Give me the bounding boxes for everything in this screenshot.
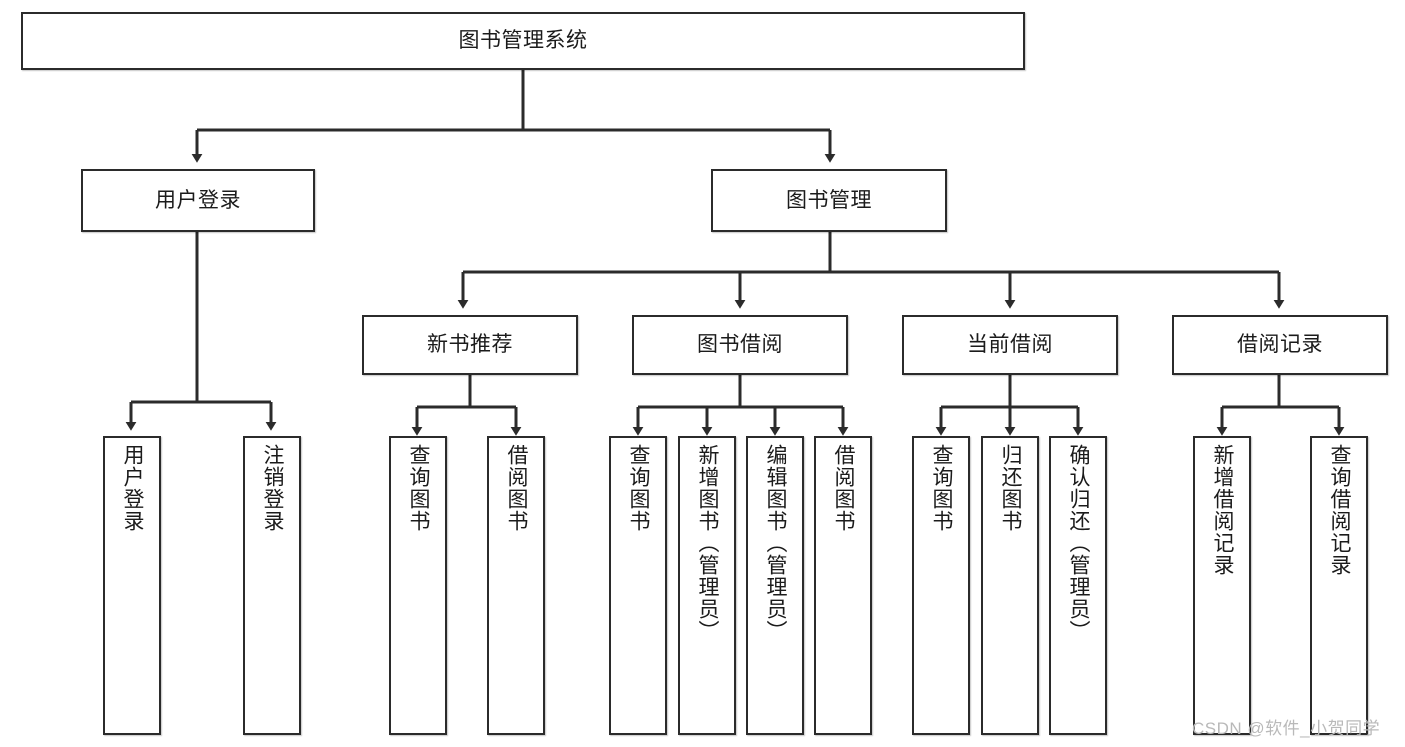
node-label: 新增图书（管理员） bbox=[695, 444, 719, 642]
leaf-query-book-borrow[interactable]: 查询图书 bbox=[609, 436, 667, 735]
node-label: 注销登录 bbox=[260, 444, 284, 532]
leaf-query-book-recommend[interactable]: 查询图书 bbox=[389, 436, 447, 735]
node-label: 查询图书 bbox=[929, 444, 953, 532]
leaf-user-login[interactable]: 用户登录 bbox=[103, 436, 161, 735]
node-root-system[interactable]: 图书管理系统 bbox=[21, 12, 1025, 70]
node-label: 借阅图书 bbox=[504, 444, 528, 532]
node-label: 用户登录 bbox=[120, 444, 144, 532]
node-book-borrow[interactable]: 图书借阅 bbox=[632, 315, 848, 375]
node-label: 编辑图书（管理员） bbox=[763, 444, 787, 642]
node-current-borrow[interactable]: 当前借阅 bbox=[902, 315, 1118, 375]
leaf-return-book[interactable]: 归还图书 bbox=[981, 436, 1039, 735]
node-label: 图书管理 bbox=[786, 188, 872, 212]
node-borrow-record[interactable]: 借阅记录 bbox=[1172, 315, 1388, 375]
node-user-login[interactable]: 用户登录 bbox=[81, 169, 315, 232]
node-new-book-recommend[interactable]: 新书推荐 bbox=[362, 315, 578, 375]
node-label: 归还图书 bbox=[998, 444, 1022, 532]
node-label: 查询借阅记录 bbox=[1327, 444, 1351, 576]
leaf-add-book-admin[interactable]: 新增图书（管理员） bbox=[678, 436, 736, 735]
leaf-confirm-return-admin[interactable]: 确认归还（管理员） bbox=[1049, 436, 1107, 735]
node-label: 借阅图书 bbox=[831, 444, 855, 532]
node-label: 借阅记录 bbox=[1237, 333, 1323, 357]
watermark-text: CSDN @软件_小贺同学 bbox=[1192, 719, 1381, 738]
node-label: 用户登录 bbox=[155, 188, 241, 212]
node-label: 当前借阅 bbox=[967, 333, 1053, 357]
node-label: 新增借阅记录 bbox=[1210, 444, 1234, 576]
leaf-borrow-book-recommend[interactable]: 借阅图书 bbox=[487, 436, 545, 735]
node-label: 图书借阅 bbox=[697, 333, 783, 357]
leaf-add-borrow-record[interactable]: 新增借阅记录 bbox=[1193, 436, 1251, 735]
node-label: 新书推荐 bbox=[427, 333, 513, 357]
leaf-logout[interactable]: 注销登录 bbox=[243, 436, 301, 735]
node-label: 确认归还（管理员） bbox=[1066, 444, 1090, 642]
node-book-management[interactable]: 图书管理 bbox=[711, 169, 947, 232]
leaf-borrow-book[interactable]: 借阅图书 bbox=[814, 436, 872, 735]
leaf-query-book-current[interactable]: 查询图书 bbox=[912, 436, 970, 735]
leaf-edit-book-admin[interactable]: 编辑图书（管理员） bbox=[746, 436, 804, 735]
node-label: 查询图书 bbox=[626, 444, 650, 532]
node-label: 查询图书 bbox=[406, 444, 430, 532]
leaf-query-borrow-record[interactable]: 查询借阅记录 bbox=[1310, 436, 1368, 735]
node-label: 图书管理系统 bbox=[458, 29, 588, 53]
